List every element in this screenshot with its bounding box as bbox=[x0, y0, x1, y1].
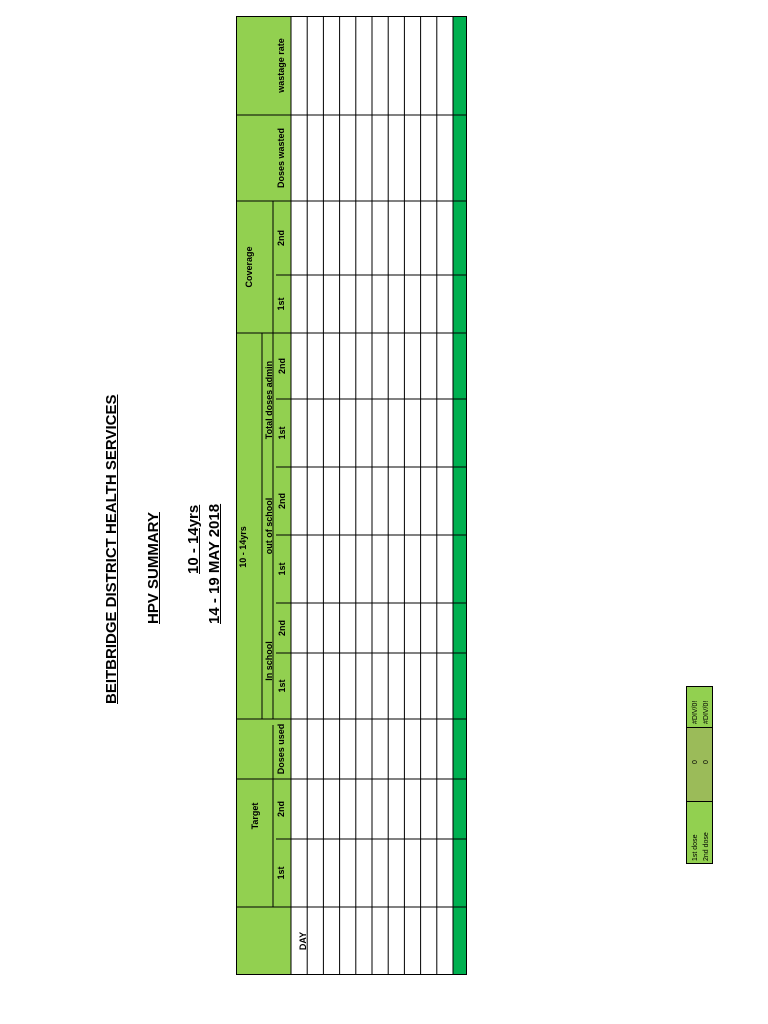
total-row bbox=[453, 16, 467, 975]
header-total-doses: Total doses admin bbox=[264, 360, 274, 440]
header-out-of-school-1st: 1st bbox=[277, 562, 287, 576]
mini-row-2-label: 2nd dose bbox=[703, 832, 710, 861]
header-in-school-2nd: 2nd bbox=[277, 620, 287, 637]
header-out-of-school-2nd: 2nd bbox=[277, 493, 287, 510]
period-title: 14 - 19 MAY 2018 bbox=[206, 503, 223, 624]
dose-summary-table: 1st dose 2nd dose 0 0 #DIV/0! #DIV/0! bbox=[686, 686, 740, 864]
header-day: DAY bbox=[298, 931, 308, 951]
header-target-2nd: 2nd bbox=[276, 801, 286, 818]
header-age-band: 10 - 14yrs bbox=[238, 526, 248, 568]
header-target: Target bbox=[250, 802, 260, 830]
header-coverage: Coverage bbox=[244, 246, 254, 288]
age-group-title: 10 - 14yrs bbox=[185, 504, 202, 574]
table-grid-lines bbox=[236, 16, 467, 975]
dose-summary-grid bbox=[686, 686, 713, 864]
summary-title: HPV SUMMARY bbox=[145, 512, 162, 624]
header-coverage-1st: 1st bbox=[276, 297, 286, 311]
header-in-school: In school bbox=[264, 641, 274, 681]
header-coverage-2nd: 2nd bbox=[276, 230, 286, 247]
mini-row-2-value: 0 bbox=[703, 760, 710, 764]
mini-row-1-label: 1st dose bbox=[692, 834, 699, 861]
hpv-summary-table: DAY Target 1st 2nd Doses used 10 - 14yrs… bbox=[236, 16, 467, 975]
header-total-1st: 1st bbox=[277, 426, 287, 440]
header-wastage-rate: wastage rate bbox=[276, 38, 286, 93]
mini-rate-cell bbox=[686, 686, 713, 728]
mini-row-1-rate: #DIV/0! bbox=[692, 700, 699, 724]
header-out-of-school: out of school bbox=[264, 497, 274, 555]
header-doses-used: Doses used bbox=[276, 723, 286, 775]
mini-row-2-rate: #DIV/0! bbox=[703, 700, 710, 724]
mini-value-cell bbox=[686, 727, 713, 802]
header-total-2nd: 2nd bbox=[277, 358, 287, 375]
mini-row-1-value: 0 bbox=[692, 760, 699, 764]
header-target-1st: 1st bbox=[276, 866, 286, 880]
header-doses-wasted: Doses wasted bbox=[276, 127, 286, 189]
department-title: BEITBRIDGE DISTRICT HEALTH SERVICES bbox=[103, 394, 120, 704]
header-background bbox=[236, 16, 291, 975]
header-in-school-1st: 1st bbox=[277, 679, 287, 693]
